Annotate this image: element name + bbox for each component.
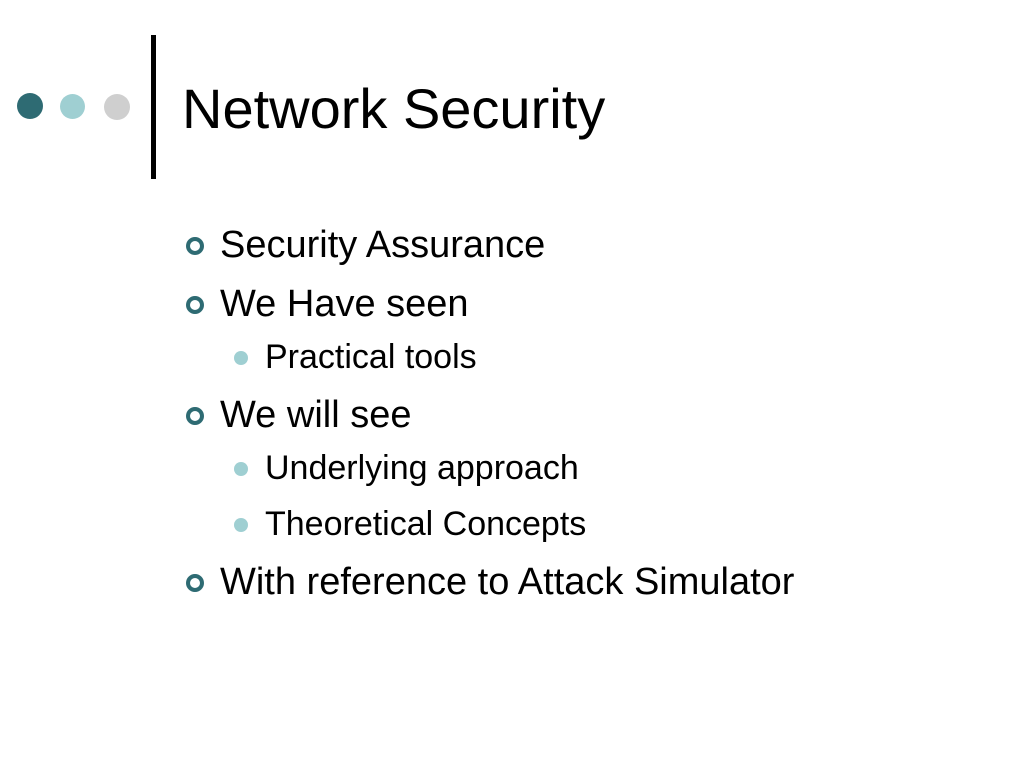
bullet-item: Security Assurance [184, 222, 1004, 268]
decorative-dot-gray [104, 94, 130, 120]
sub-bullet-item: Practical tools [184, 335, 1004, 379]
dot-bullet-icon [234, 518, 248, 532]
bullet-text: We will see [220, 394, 412, 436]
decorative-dot-dark [17, 93, 43, 119]
slide-title: Network Security [182, 77, 606, 140]
dot-bullet-icon [234, 462, 248, 476]
bullet-item: We Have seen [184, 281, 1004, 327]
decorative-dot-light [60, 94, 85, 119]
bullet-item: We will see [184, 392, 1004, 438]
sub-bullet-text: Theoretical Concepts [265, 505, 587, 543]
bullet-text: With reference to Attack Simulator [220, 561, 795, 603]
ring-bullet-icon [186, 237, 204, 255]
bullet-list: Security Assurance We Have seen Practica… [184, 222, 1004, 605]
sub-bullet-text: Underlying approach [265, 449, 579, 487]
ring-bullet-icon [186, 296, 204, 314]
title-divider [151, 35, 156, 179]
ring-bullet-icon [186, 574, 204, 592]
sub-bullet-item: Theoretical Concepts [184, 502, 1004, 546]
sub-bullet-text: Practical tools [265, 338, 477, 376]
bullet-item: With reference to Attack Simulator [184, 559, 1004, 605]
bullet-text: We Have seen [220, 283, 469, 325]
bullet-text: Security Assurance [220, 224, 546, 266]
dot-bullet-icon [234, 351, 248, 365]
sub-bullet-item: Underlying approach [184, 446, 1004, 490]
ring-bullet-icon [186, 407, 204, 425]
